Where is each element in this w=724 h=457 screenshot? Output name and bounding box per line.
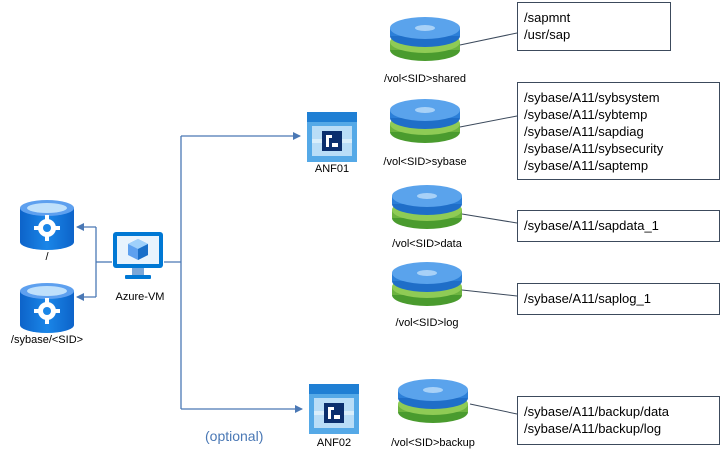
- mount-path: /sybase/A11/sapdiag: [524, 124, 644, 139]
- disk-sybase-label: /sybase/<SID>: [10, 334, 84, 346]
- volume-box-connectors: [459, 32, 518, 415]
- mount-path: /sybase/A11/backup/log: [524, 421, 662, 436]
- mount-path: /sybase/A11/saptemp: [524, 158, 649, 173]
- volume-log-icon: [392, 262, 462, 306]
- volume-data-label: /vol<SID>data: [392, 238, 462, 250]
- connector-log-box: [461, 289, 518, 297]
- disk-root-label: /: [45, 251, 49, 263]
- volume-backup-label: /vol<SID>backup: [391, 437, 475, 449]
- mount-path: /sybase/A11/sybsystem: [524, 90, 660, 105]
- volume-data-icon: [392, 185, 462, 229]
- anf02-label: ANF02: [316, 437, 352, 449]
- mount-box-backup: /sybase/A11/backup/data /sybase/A11/back…: [517, 396, 720, 445]
- mount-box-log: /sybase/A11/saplog_1: [517, 283, 720, 315]
- mount-box-shared: /sapmnt /usr/sap: [517, 2, 671, 51]
- mount-path: /sybase/A11/sybtemp: [524, 107, 648, 122]
- netapp-files-icon-anf02: [309, 384, 359, 434]
- connector-shared-box: [459, 32, 518, 46]
- volume-log-label: /vol<SID>log: [395, 317, 459, 329]
- connector-data-box: [461, 213, 518, 224]
- connectors: [76, 132, 303, 413]
- mount-path: /sybase/A11/sapdata_1: [524, 218, 659, 233]
- anf01-label: ANF01: [314, 163, 350, 175]
- disk-sybase-icon: [20, 283, 74, 333]
- connector-backup-box: [469, 403, 518, 415]
- virtual-machine-icon: [113, 232, 163, 279]
- mount-path: /sapmnt: [524, 10, 571, 25]
- netapp-files-icon-anf01: [307, 112, 357, 162]
- mount-box-data: /sybase/A11/sapdata_1: [517, 210, 720, 242]
- mount-path: /usr/sap: [524, 27, 571, 42]
- volume-sybase-icon: [390, 99, 460, 143]
- volume-sybase-label: /vol<SID>sybase: [383, 156, 467, 168]
- connector-sybase-box: [459, 115, 518, 128]
- optional-note: (optional): [205, 428, 264, 444]
- mount-box-sybase: /sybase/A11/sybsystem /sybase/A11/sybtem…: [517, 82, 720, 180]
- disk-root-icon: [20, 200, 74, 250]
- mount-path: /sybase/A11/backup/data: [524, 404, 670, 419]
- volume-shared-label: /vol<SID>shared: [384, 73, 466, 85]
- mount-path: /sybase/A11/saplog_1: [524, 291, 651, 306]
- vm-label: Azure-VM: [115, 291, 165, 303]
- mount-path: /sybase/A11/sybsecurity: [524, 141, 664, 156]
- volume-backup-icon: [398, 379, 468, 423]
- volume-shared-icon: [390, 17, 460, 61]
